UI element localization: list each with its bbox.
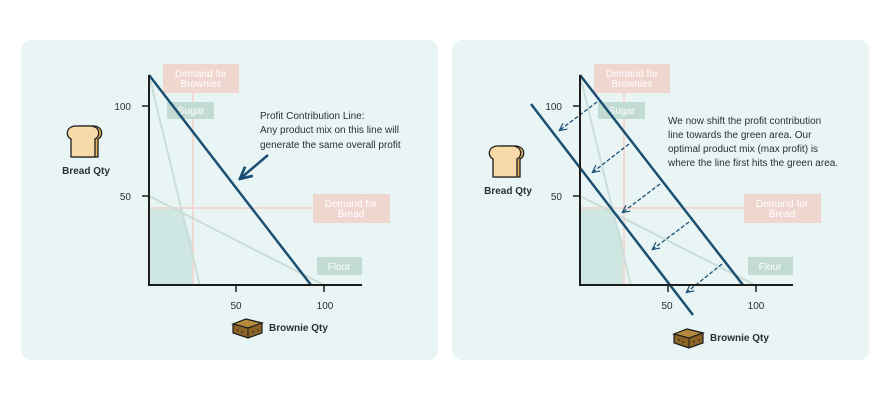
shift-arrow <box>623 183 661 212</box>
x-axis-label: Brownie Qty <box>710 333 769 344</box>
flour-box <box>748 257 793 275</box>
demand-brownies-box <box>594 64 670 93</box>
profit-contribution-line <box>579 74 744 286</box>
profit-contribution-line <box>148 74 312 286</box>
flour-line <box>579 195 758 287</box>
demand-brownies-label-2: Brownies <box>611 79 652 90</box>
feasible-area <box>580 208 624 286</box>
x-tick-label-50: 50 <box>230 301 242 312</box>
y-axis-label: Bread Qty <box>62 166 110 177</box>
x-axis-label: Brownie Qty <box>269 323 328 334</box>
annotation-line-3: generate the same overall profit <box>260 140 401 151</box>
annotation-line-4: where the line first hits the green area… <box>667 158 838 169</box>
annotation-line-2: Any product mix on this line will <box>260 125 399 136</box>
annotation-line-1: Profit Contribution Line: <box>260 111 365 122</box>
flour-label: Flour <box>759 262 782 273</box>
demand-bread-label-2: Bread <box>338 209 365 220</box>
demand-brownies-label-1: Demand for <box>175 69 228 80</box>
bread-icon <box>488 145 525 178</box>
flour-label: Flour <box>328 262 351 273</box>
sugar-label: Sugar <box>609 106 636 117</box>
shift-arrow <box>653 221 690 249</box>
demand-bread-label-1: Demand for <box>325 199 378 210</box>
demand-bread-label-2: Bread <box>769 209 796 220</box>
feasible-area <box>149 208 193 286</box>
annotation-arrow <box>241 154 269 178</box>
y-tick-label-50: 50 <box>120 192 132 203</box>
brownie-icon <box>231 318 265 339</box>
annotation-line-2: line towards the green area. Our <box>668 130 812 141</box>
y-axis-label: Bread Qty <box>484 186 532 197</box>
x-tick-label-100: 100 <box>748 301 765 312</box>
y-tick-label-100: 100 <box>114 102 131 113</box>
demand-brownies-label-1: Demand for <box>606 69 659 80</box>
demand-bread-label-1: Demand for <box>756 199 809 210</box>
annotation-line-1: We now shift the profit contribution <box>668 116 821 127</box>
x-tick-label-100: 100 <box>317 301 334 312</box>
shifted-profit-line <box>530 103 694 316</box>
demand-bread-box <box>744 194 821 223</box>
y-tick-label-50: 50 <box>551 192 563 203</box>
shift-arrow <box>687 263 723 292</box>
shift-arrow <box>593 143 630 172</box>
sugar-label: Sugar <box>178 106 205 117</box>
x-tick-label-50: 50 <box>661 301 673 312</box>
flour-line <box>148 195 327 287</box>
demand-brownies-label-2: Brownies <box>180 79 221 90</box>
annotation-line-3: optimal product mix (max profit) is <box>668 144 818 155</box>
flour-box <box>317 257 362 275</box>
sugar-line <box>148 74 201 287</box>
left-diagram: Demand for Brownies Sugar Demand for Bre… <box>62 64 401 339</box>
right-diagram: Demand for Brownies Sugar Demand for Bre… <box>484 64 838 349</box>
demand-brownies-box <box>163 64 239 93</box>
demand-bread-box <box>313 194 390 223</box>
y-tick-label-100: 100 <box>545 102 562 113</box>
sugar-line <box>579 74 632 287</box>
bread-icon <box>66 125 103 158</box>
shift-arrow <box>560 101 598 130</box>
brownie-icon <box>672 328 706 349</box>
